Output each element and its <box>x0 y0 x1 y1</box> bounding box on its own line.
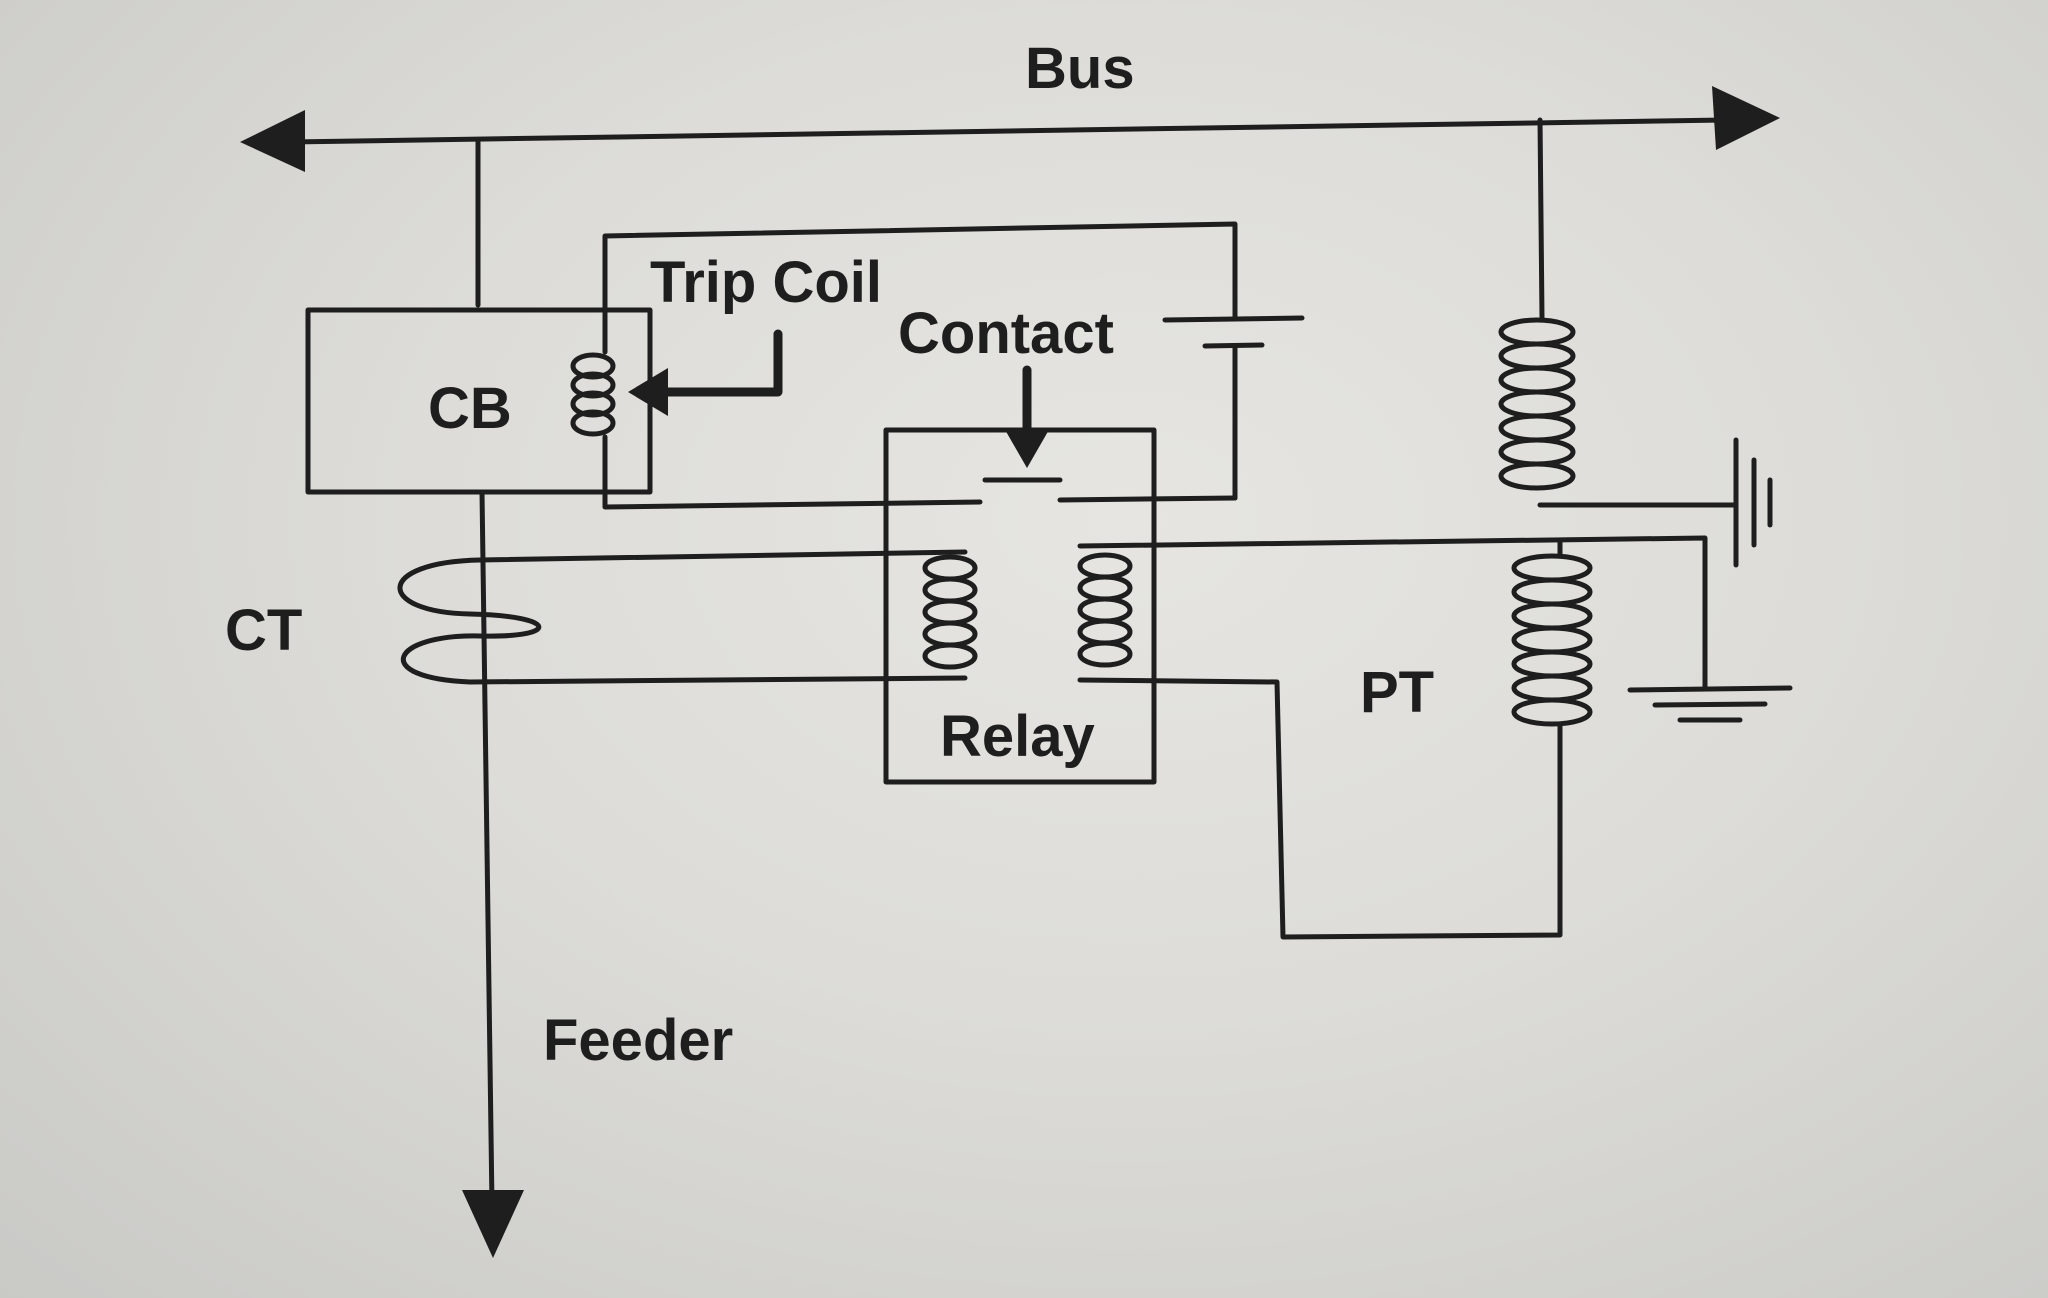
bus-line <box>240 86 1780 172</box>
pt-primary-coil <box>1498 117 1738 508</box>
relay-label: Relay <box>940 704 1095 769</box>
relay-to-pt-top-wire <box>1077 535 1708 691</box>
feeder-label: Feeder <box>543 1008 733 1073</box>
current-transformer <box>397 549 968 685</box>
relay-box <box>883 427 1157 785</box>
ground-symbol-upper <box>1733 437 1773 568</box>
pt-label: PT <box>1360 660 1434 725</box>
trip-coil-label: Trip Coil <box>650 250 882 315</box>
ground-symbol-lower <box>1627 685 1793 723</box>
relay-current-coil <box>922 554 978 670</box>
ct-label: CT <box>225 598 302 663</box>
trip-coil-arrow <box>628 329 783 416</box>
contact-label: Contact <box>898 301 1114 366</box>
feeder-arrow <box>462 1190 524 1258</box>
bus-right-arrow <box>1712 86 1780 150</box>
cb-label: CB <box>428 376 512 441</box>
relay-to-pt-bottom-wire <box>1077 677 1563 940</box>
feeder-line <box>462 489 524 1258</box>
trip-coil <box>570 305 616 495</box>
relay-contact <box>982 365 1063 483</box>
bus-left-arrow <box>240 110 305 172</box>
battery <box>1162 315 1305 349</box>
bus-label: Bus <box>1025 36 1135 101</box>
pt-secondary-coil <box>1511 537 1593 743</box>
contact-right-wire <box>1057 495 1238 503</box>
trip-circuit-bottom-wire <box>602 489 983 510</box>
trip-circuit-top-wire <box>602 221 1238 321</box>
relay-voltage-coil <box>1077 552 1133 668</box>
